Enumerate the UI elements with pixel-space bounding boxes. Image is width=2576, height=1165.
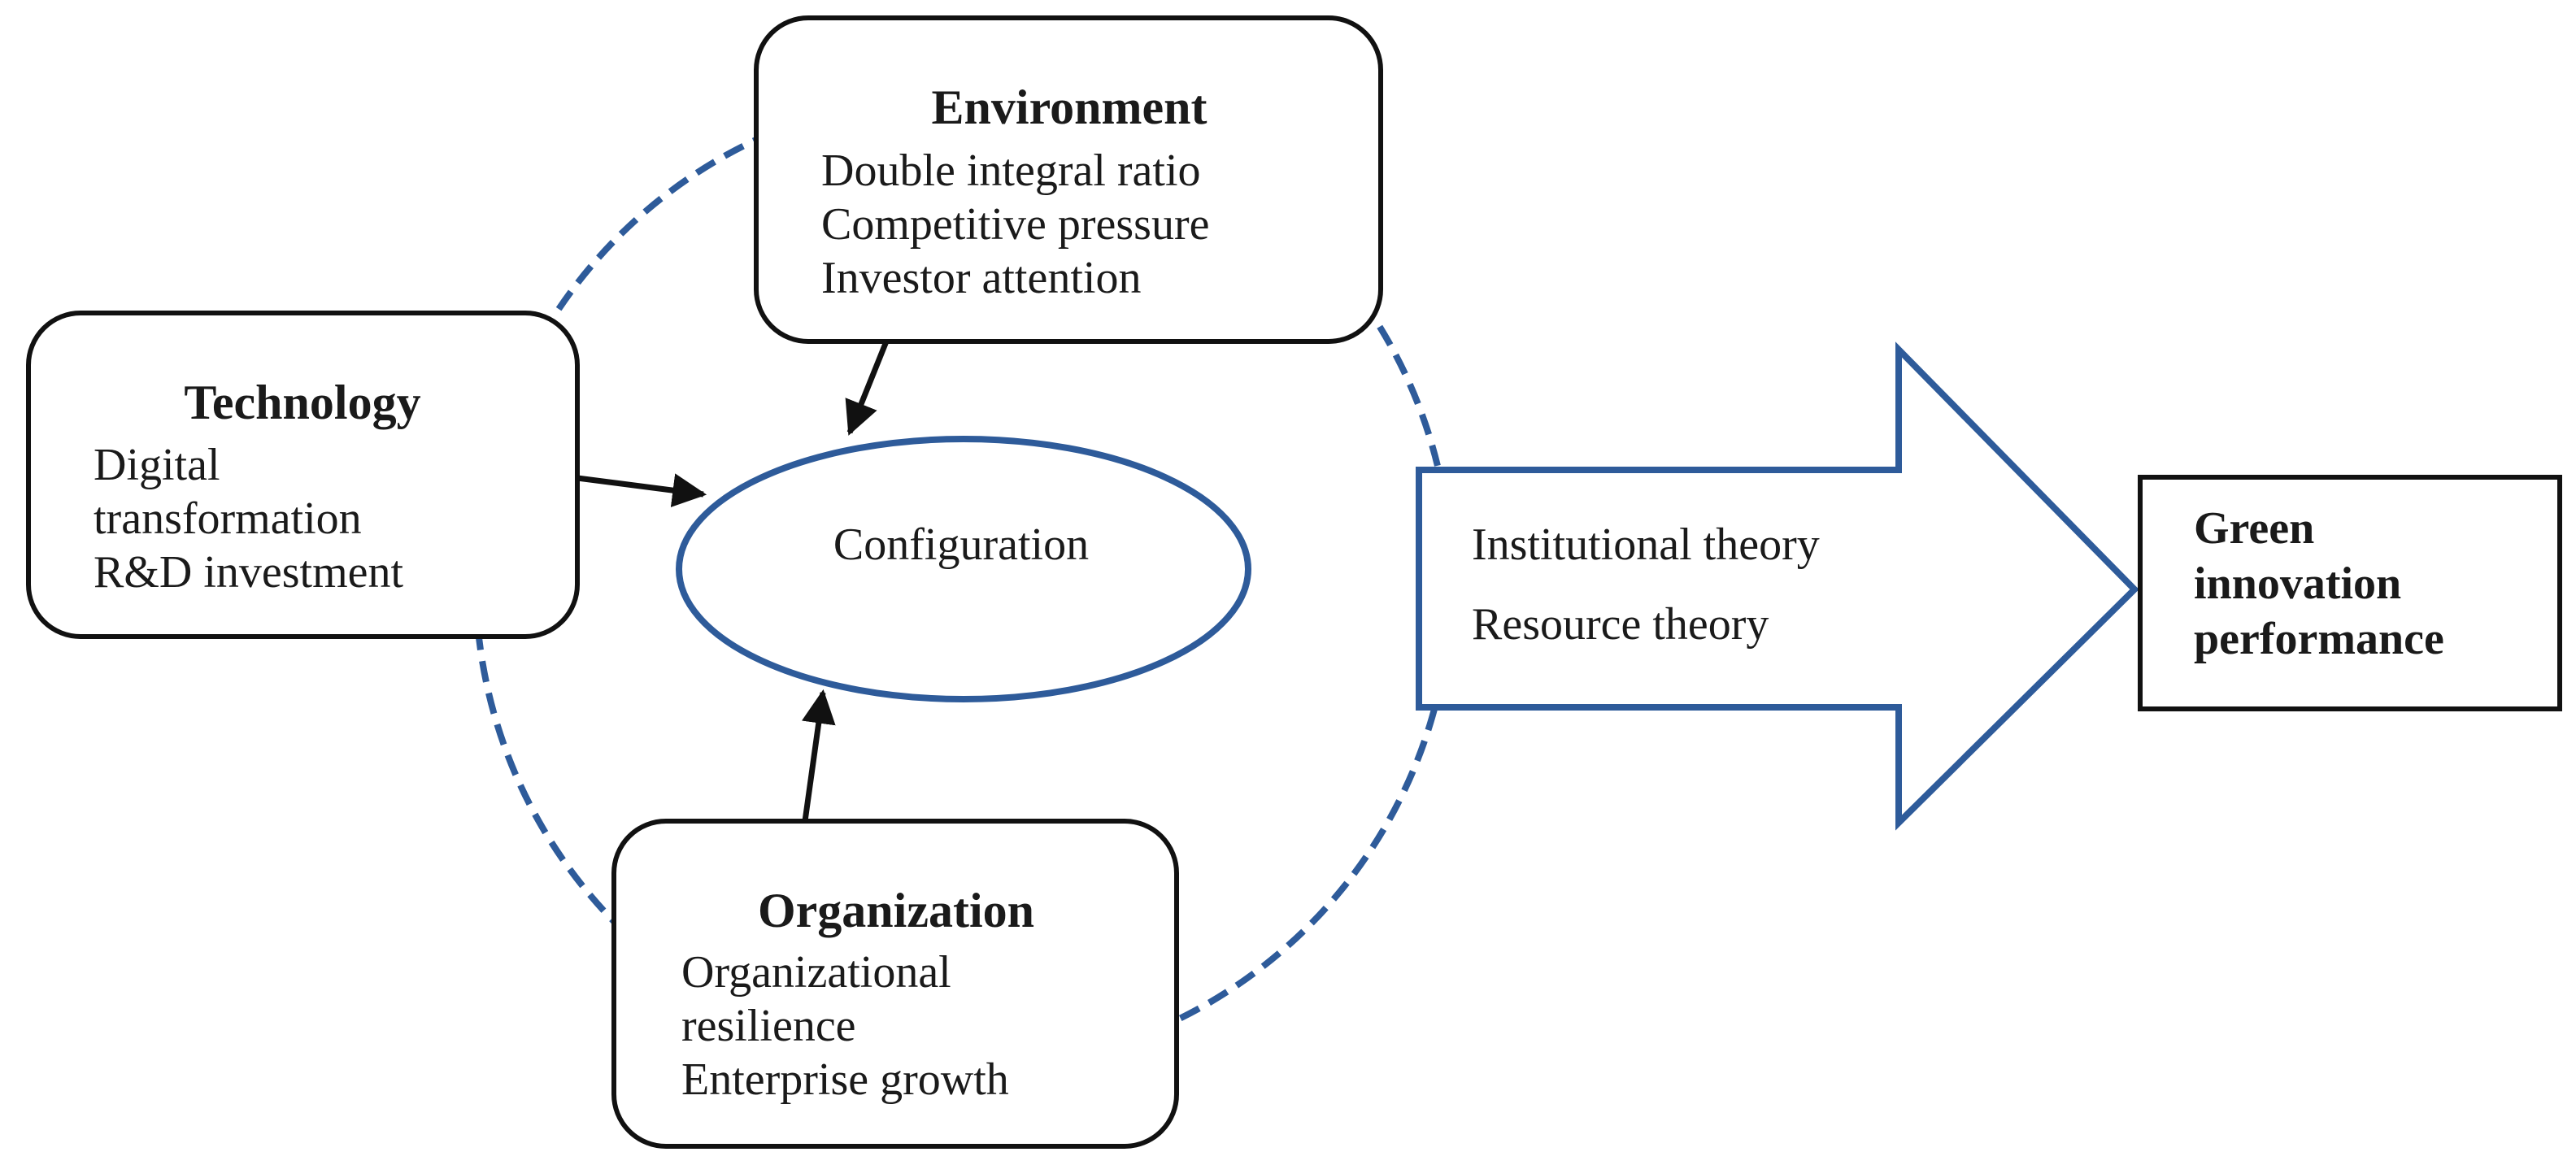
environment-line-1: Double integral ratio — [821, 146, 1201, 196]
technology-box: Technology Digital transformation R&D in… — [26, 311, 580, 639]
organization-line-1: Organizational — [681, 947, 951, 998]
theory-block-arrow: Institutional theory Resource theory — [1416, 341, 2139, 831]
green-innovation-performance-box: Green innovation performance — [2138, 475, 2562, 711]
resource-theory-label: Resource theory — [1472, 599, 1769, 650]
outcome-line-2: innovation — [2194, 559, 2401, 609]
outcome-line-3: performance — [2194, 614, 2444, 664]
organization-line-3: Enterprise growth — [681, 1054, 1009, 1105]
environment-to-configuration-arrow — [845, 340, 890, 436]
organization-title: Organization — [758, 884, 1034, 937]
configuration-ellipse: Configuration — [676, 436, 1251, 702]
organization-box: Organization Organizational resilience E… — [611, 819, 1179, 1149]
environment-line-2: Competitive pressure — [821, 199, 1209, 250]
technology-line-1: Digital — [94, 440, 220, 490]
institutional-theory-label: Institutional theory — [1472, 519, 1820, 570]
technology-to-configuration-arrow — [577, 473, 707, 507]
technology-line-2: transformation — [94, 493, 362, 544]
environment-line-3: Investor attention — [821, 253, 1141, 303]
environment-title: Environment — [932, 80, 1208, 134]
configuration-label: Configuration — [833, 519, 1089, 570]
organization-line-2: resilience — [681, 1001, 856, 1051]
organization-to-configuration-arrow — [801, 689, 836, 822]
environment-box: Environment Double integral ratio Compet… — [754, 15, 1383, 344]
outcome-line-1: Green — [2194, 503, 2314, 554]
technology-line-3: R&D investment — [94, 547, 404, 598]
technology-title: Technology — [184, 376, 420, 429]
